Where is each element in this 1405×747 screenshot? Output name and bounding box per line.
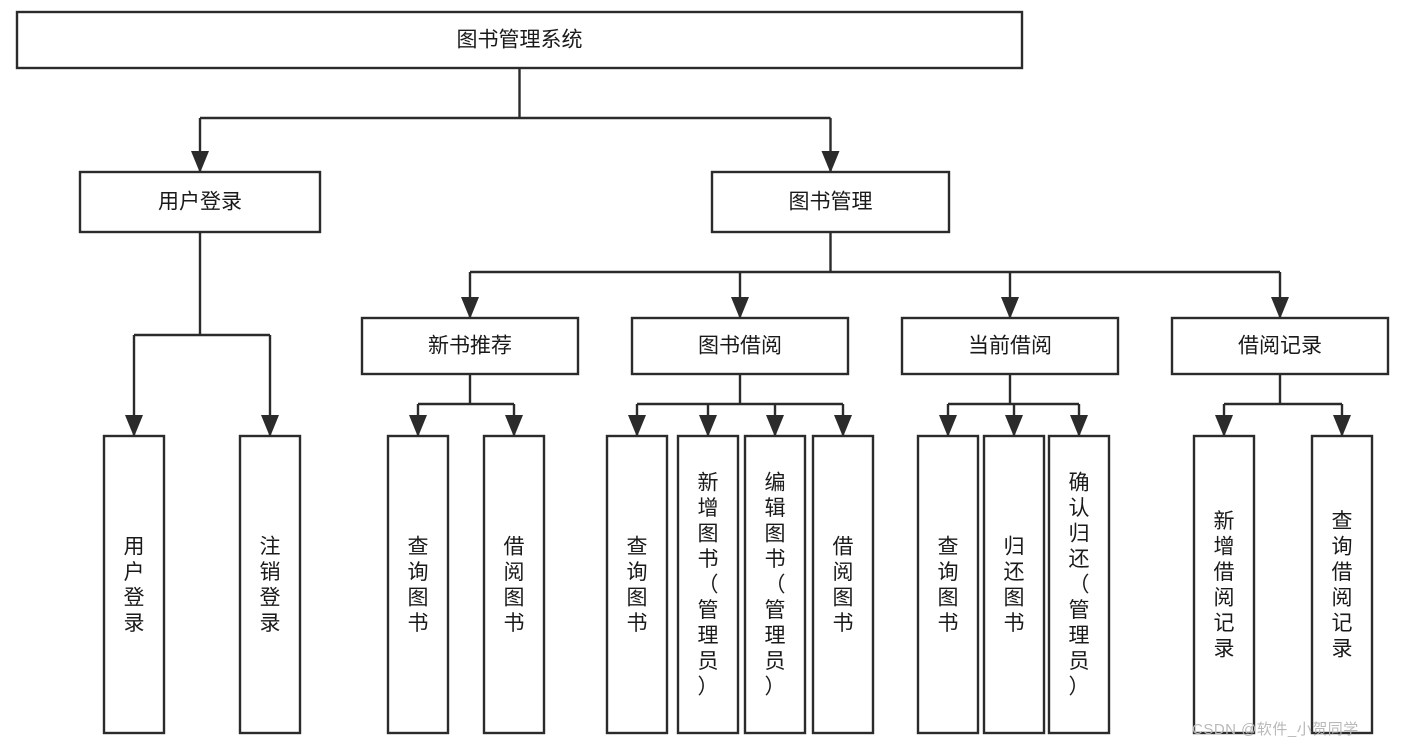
- node-root[interactable]: 图书管理系统: [15, 10, 1024, 70]
- arrow-head-icon: [766, 415, 784, 437]
- arrow-head-icon: [1271, 297, 1289, 319]
- arrow-head-icon: [939, 415, 957, 437]
- connector-group: [1215, 374, 1351, 437]
- node-label: 新增图书（管理员）: [698, 471, 719, 698]
- node-label: 查询借阅记录: [1332, 509, 1353, 660]
- node-label: 图书管理: [789, 191, 873, 214]
- node-label: 新书推荐: [428, 335, 512, 358]
- arrow-head-icon: [834, 415, 852, 437]
- connector-group: [409, 374, 523, 437]
- node-leaf-edit-book[interactable]: 编辑图书（管理员）: [743, 434, 807, 735]
- node-leaf-user-login[interactable]: 用户登录: [102, 434, 166, 735]
- node-box[interactable]: [900, 316, 1120, 376]
- node-label: 注销登录: [260, 535, 281, 635]
- node-label: 当前借阅: [968, 335, 1052, 358]
- arrow-head-icon: [461, 297, 479, 319]
- arrow-head-icon: [731, 297, 749, 319]
- connector-group: [628, 374, 852, 437]
- connector-layer: [125, 68, 1351, 437]
- node-box[interactable]: [360, 316, 580, 376]
- arrow-head-icon: [261, 415, 279, 437]
- node-box[interactable]: [78, 170, 322, 234]
- arrow-head-icon: [125, 415, 143, 437]
- csdn-watermark: CSDN @软件_小贺同学: [1192, 721, 1359, 738]
- arrow-head-icon: [628, 415, 646, 437]
- node-label: 编辑图书（管理员）: [765, 471, 786, 698]
- node-borrow-record[interactable]: 借阅记录: [1170, 316, 1390, 376]
- arrow-head-icon: [191, 151, 209, 173]
- node-box[interactable]: [1310, 434, 1374, 735]
- node-label: 借阅图书: [833, 535, 854, 635]
- node-leaf-query-record[interactable]: 查询借阅记录: [1310, 434, 1374, 735]
- node-box[interactable]: [743, 434, 807, 735]
- node-label: 图书管理系统: [457, 29, 583, 52]
- node-box[interactable]: [605, 434, 669, 735]
- node-label: 确认归还（管理员）: [1069, 471, 1090, 698]
- connector-group: [125, 232, 279, 437]
- arrow-head-icon: [821, 151, 840, 173]
- node-new-book-rec[interactable]: 新书推荐: [360, 316, 580, 376]
- node-label: 查询图书: [938, 535, 959, 635]
- node-leaf-query-book-2[interactable]: 查询图书: [605, 434, 669, 735]
- node-box[interactable]: [1170, 316, 1390, 376]
- connector-group: [939, 374, 1088, 437]
- node-box[interactable]: [15, 10, 1024, 70]
- node-book-manage[interactable]: 图书管理: [710, 170, 951, 234]
- node-leaf-add-record[interactable]: 新增借阅记录: [1192, 434, 1256, 735]
- node-box[interactable]: [1192, 434, 1256, 735]
- arrow-head-icon: [505, 415, 523, 437]
- node-box[interactable]: [386, 434, 450, 735]
- node-leaf-borrow-book-1[interactable]: 借阅图书: [482, 434, 546, 735]
- node-box[interactable]: [630, 316, 850, 376]
- node-box[interactable]: [238, 434, 302, 735]
- node-label: 归还图书: [1004, 535, 1025, 635]
- node-label: 借阅图书: [504, 535, 525, 635]
- arrow-head-icon: [699, 415, 717, 437]
- arrow-head-icon: [1005, 415, 1023, 437]
- node-box[interactable]: [982, 434, 1046, 735]
- node-leaf-add-book[interactable]: 新增图书（管理员）: [676, 434, 740, 735]
- node-leaf-query-book-1[interactable]: 查询图书: [386, 434, 450, 735]
- node-label: 查询图书: [408, 535, 429, 635]
- node-box[interactable]: [676, 434, 740, 735]
- node-leaf-borrow-book-2[interactable]: 借阅图书: [811, 434, 875, 735]
- node-box[interactable]: [1047, 434, 1111, 735]
- arrow-head-icon: [1001, 297, 1019, 319]
- node-leaf-query-book-3[interactable]: 查询图书: [916, 434, 980, 735]
- arrow-head-icon: [1333, 415, 1351, 437]
- node-leaf-logout[interactable]: 注销登录: [238, 434, 302, 735]
- node-box[interactable]: [482, 434, 546, 735]
- node-book-borrow[interactable]: 图书借阅: [630, 316, 850, 376]
- node-leaf-confirm-return[interactable]: 确认归还（管理员）: [1047, 434, 1111, 735]
- node-label: 借阅记录: [1238, 335, 1322, 358]
- node-label: 图书借阅: [698, 335, 782, 358]
- arrow-head-icon: [1070, 415, 1088, 437]
- node-label: 新增借阅记录: [1214, 509, 1235, 660]
- node-label: 查询图书: [627, 535, 648, 635]
- node-layer: 图书管理系统用户登录图书管理新书推荐图书借阅当前借阅借阅记录用户登录注销登录查询…: [15, 10, 1390, 735]
- arrow-head-icon: [1215, 415, 1233, 437]
- node-label: 用户登录: [158, 191, 242, 214]
- connector-group: [191, 68, 840, 173]
- node-current-borrow[interactable]: 当前借阅: [900, 316, 1120, 376]
- arrow-head-icon: [409, 415, 427, 437]
- connector-group: [461, 232, 1289, 319]
- node-box[interactable]: [102, 434, 166, 735]
- node-leaf-return-book[interactable]: 归还图书: [982, 434, 1046, 735]
- node-box[interactable]: [916, 434, 980, 735]
- node-label: 用户登录: [124, 535, 145, 635]
- node-box[interactable]: [710, 170, 951, 234]
- node-box[interactable]: [811, 434, 875, 735]
- node-user-login[interactable]: 用户登录: [78, 170, 322, 234]
